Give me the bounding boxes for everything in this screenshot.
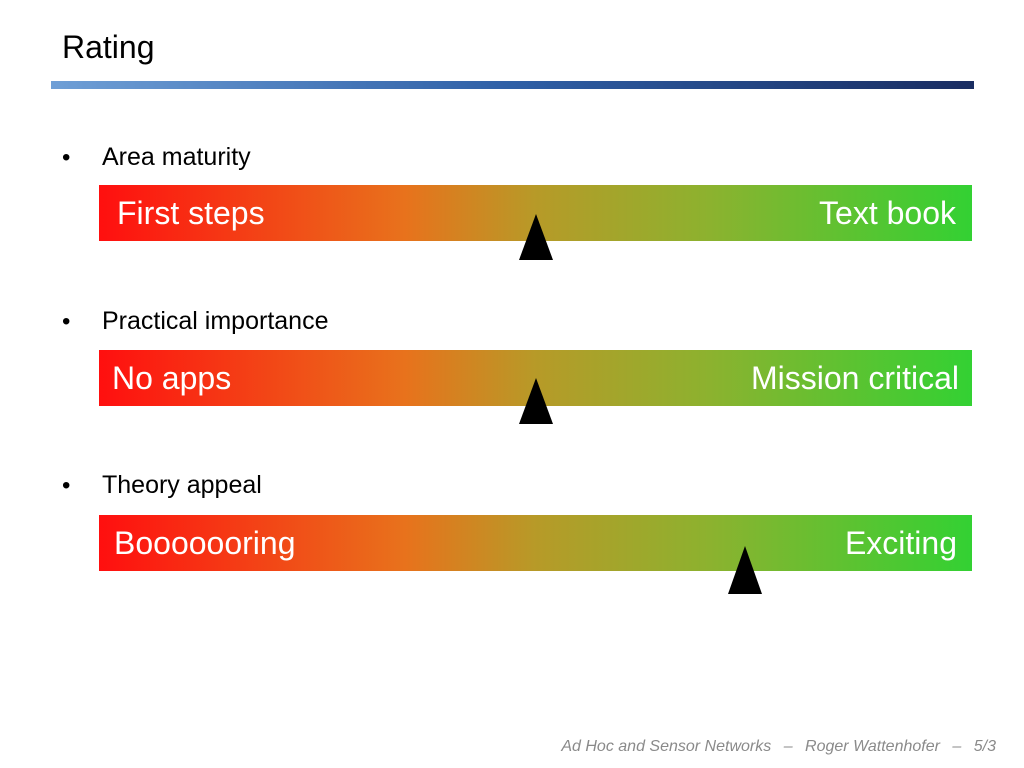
scale-min-label: First steps xyxy=(117,195,265,231)
footer-page-number: 5/3 xyxy=(973,738,996,755)
slide-title: Rating xyxy=(62,29,155,65)
scale-max-label: Text book xyxy=(819,195,956,231)
triangle-marker-icon xyxy=(728,546,763,594)
scale-max-label: Exciting xyxy=(844,525,957,561)
footer-separator: – xyxy=(952,738,962,755)
scale-min-label: Booooooring xyxy=(114,525,296,561)
scale-min-label: No apps xyxy=(112,360,232,396)
bullet-icon: • xyxy=(62,308,71,335)
slide-footer: Ad Hoc and Sensor Networks – Roger Watte… xyxy=(557,738,1000,756)
footer-separator: – xyxy=(783,738,793,755)
bullet-icon: • xyxy=(62,472,71,499)
bullet-icon: • xyxy=(62,144,71,171)
footer-author: Roger Wattenhofer xyxy=(805,738,940,755)
rating-label: Practical importance xyxy=(102,307,329,335)
triangle-marker-icon xyxy=(518,214,553,260)
title-rule xyxy=(51,81,974,89)
triangle-marker-icon xyxy=(518,378,553,424)
rating-label: Area maturity xyxy=(102,143,251,171)
footer-course: Ad Hoc and Sensor Networks xyxy=(561,738,772,755)
rating-scale-bar: Booooooring Exciting xyxy=(99,515,972,571)
scale-max-label: Mission critical xyxy=(750,360,959,396)
rating-label: Theory appeal xyxy=(102,471,262,499)
